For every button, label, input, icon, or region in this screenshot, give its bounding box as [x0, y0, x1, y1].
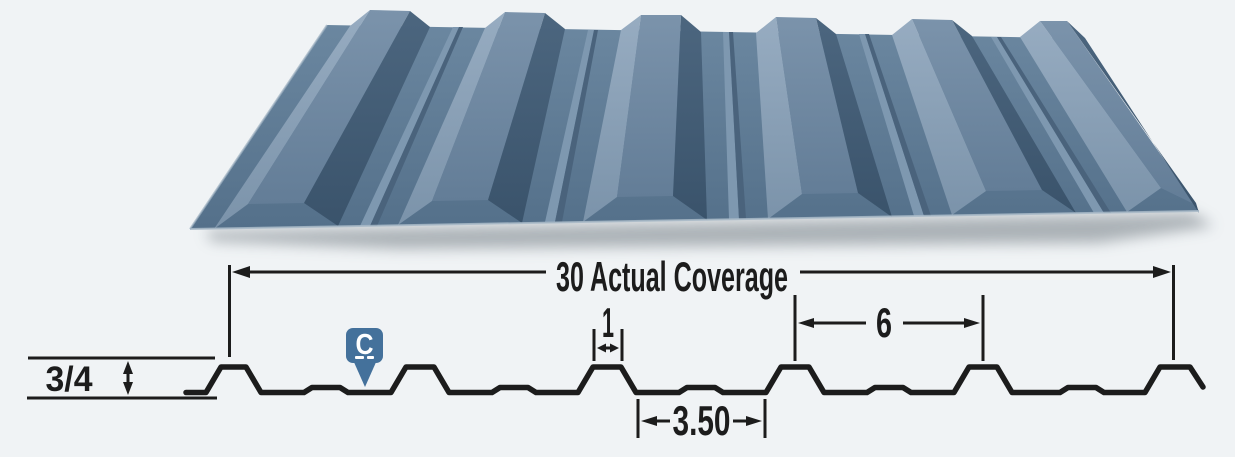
arrowhead-right — [1153, 266, 1171, 278]
arrowhead-right — [964, 318, 980, 328]
dimension-rib-spacing: 6 — [793, 295, 985, 361]
rib-face-light — [892, 19, 986, 215]
stiffener-dark — [997, 37, 1111, 213]
rib-top-width-label: 1 — [602, 299, 614, 346]
rib-face-dark — [488, 13, 565, 223]
rib-face-top — [432, 12, 545, 201]
rib-face-light — [1020, 21, 1161, 212]
rib-spacing-label: 6 — [876, 299, 892, 346]
pin-underline-dash — [355, 356, 364, 359]
pin-badge — [346, 328, 383, 363]
panel-3d-image — [189, 10, 1214, 249]
stiffener-light — [545, 30, 594, 222]
panel-height-label: 3/4 — [46, 360, 94, 399]
dimension-actual-coverage: 30 Actual Coverage — [228, 253, 1175, 360]
panel-shadow — [205, 213, 1214, 249]
panel-major-ribs — [214, 10, 1199, 229]
pin-pointer — [353, 360, 377, 387]
rib-face-light — [583, 15, 641, 222]
rib-face-light — [756, 17, 802, 219]
dimension-rib-top-width: 1 — [592, 299, 624, 361]
stiffener-dark — [370, 27, 463, 226]
rib-face-dark — [304, 11, 430, 226]
rib-face-dark — [673, 15, 707, 220]
arrowhead-left — [597, 343, 606, 353]
rib-face-top — [248, 10, 410, 204]
stiffener-dark — [729, 32, 746, 219]
rib-face-top — [776, 17, 858, 194]
stiffener-light — [859, 34, 924, 216]
arrowhead-left — [232, 266, 250, 278]
stiffener-dark — [865, 34, 931, 216]
stiffener-dark — [555, 30, 598, 222]
stiffener-light — [723, 32, 739, 219]
panel-left-edge-highlight — [189, 24, 328, 230]
rib-face-top — [617, 15, 681, 197]
panel-stiffener-ribs — [360, 27, 1111, 226]
dimension-pan-width: 3.50 — [636, 397, 767, 444]
arrowhead-right — [610, 343, 619, 353]
actual-coverage-label: 30 Actual Coverage — [556, 253, 788, 300]
pan-width-label: 3.50 — [673, 397, 731, 444]
arrowhead-left — [798, 318, 814, 328]
pin-underline-dash — [367, 356, 374, 359]
centerline-pin-icon: C — [346, 328, 383, 387]
arrowhead-left — [641, 416, 657, 426]
dimension-panel-height: 3/4 — [27, 356, 217, 400]
panel-front-edge-highlight — [189, 210, 1200, 230]
rib-face-light — [398, 12, 505, 225]
rib-face-dark — [816, 18, 892, 217]
arrowhead-down — [123, 382, 133, 395]
arrowhead-up — [123, 361, 133, 374]
profile-outline — [183, 364, 1206, 396]
rib-face-top — [1040, 21, 1196, 205]
rib-face-top — [912, 19, 1042, 191]
pin-letter: C — [356, 329, 374, 361]
rib-face-light — [214, 10, 370, 229]
arrowhead-right — [746, 416, 762, 426]
profile-drawing: 30 Actual Coverage 3/4 1 — [27, 253, 1206, 444]
stiffener-light — [360, 27, 459, 226]
stiffener-light — [991, 37, 1104, 213]
rib-face-dark — [952, 20, 1076, 213]
